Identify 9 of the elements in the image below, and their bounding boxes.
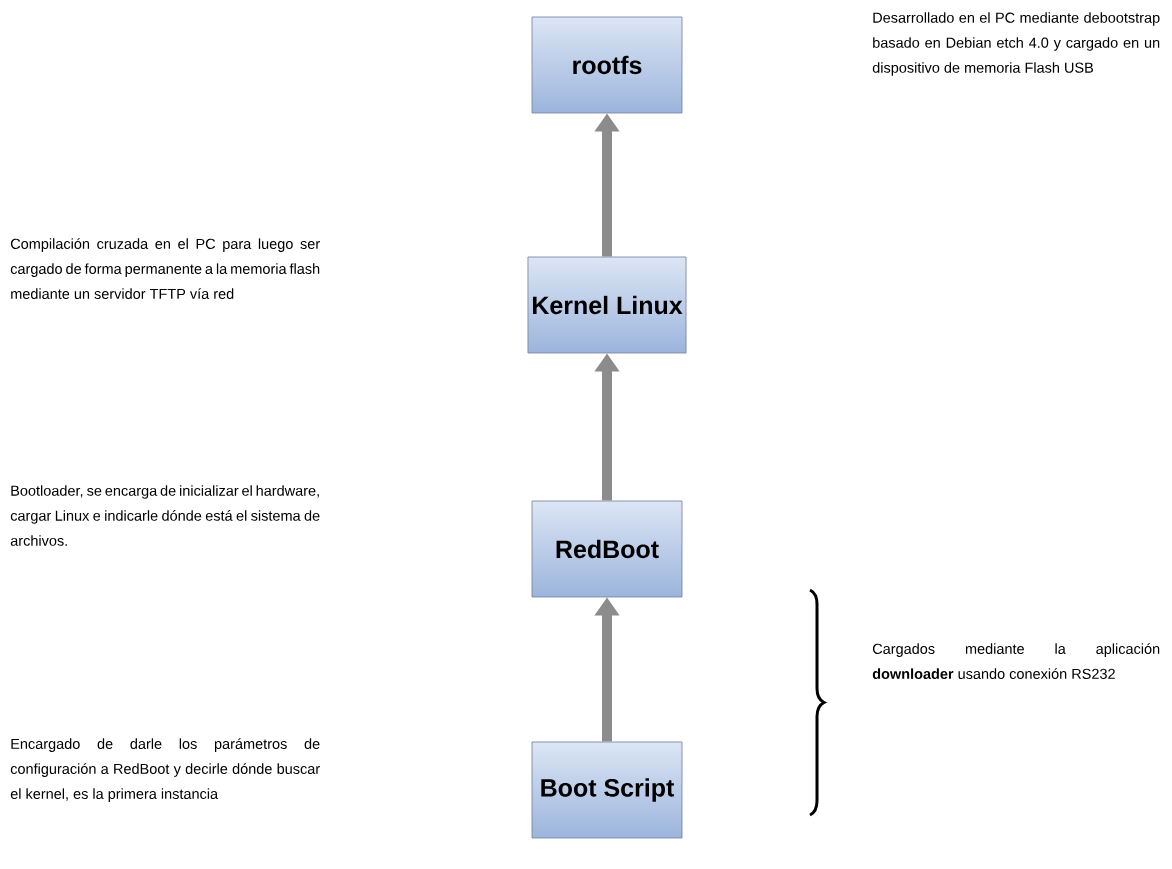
description-text: Encargado de darle los parámetros de configuración a RedBoot y decirle dónde buscar el kernel, es la primera instancia: [10, 738, 320, 802]
process-box: Kernel Linux: [527, 256, 687, 354]
description-text: Compilación cruzada en el PC para luego ser cargado de forma permanente a la memoria flash mediante un servidor TFTP vía red: [10, 238, 320, 299]
process-box: RedBoot: [531, 500, 683, 598]
description-text: Desarrollado en el PC mediante debootstrap basado en Debian etch 4.0 y cargado en un dispositivo de memoria Flash USB: [872, 12, 1160, 76]
description-text: Cargados mediante la aplicación downloader usando conexión RS232: [872, 643, 1160, 679]
process-box: rootfs: [531, 16, 683, 114]
process-box: Boot Script: [531, 741, 683, 839]
description-text: Bootloader, se encarga de inicializar el hardware, cargar Linux e indicarle dónde está el sistema de archivos.: [10, 485, 320, 546]
